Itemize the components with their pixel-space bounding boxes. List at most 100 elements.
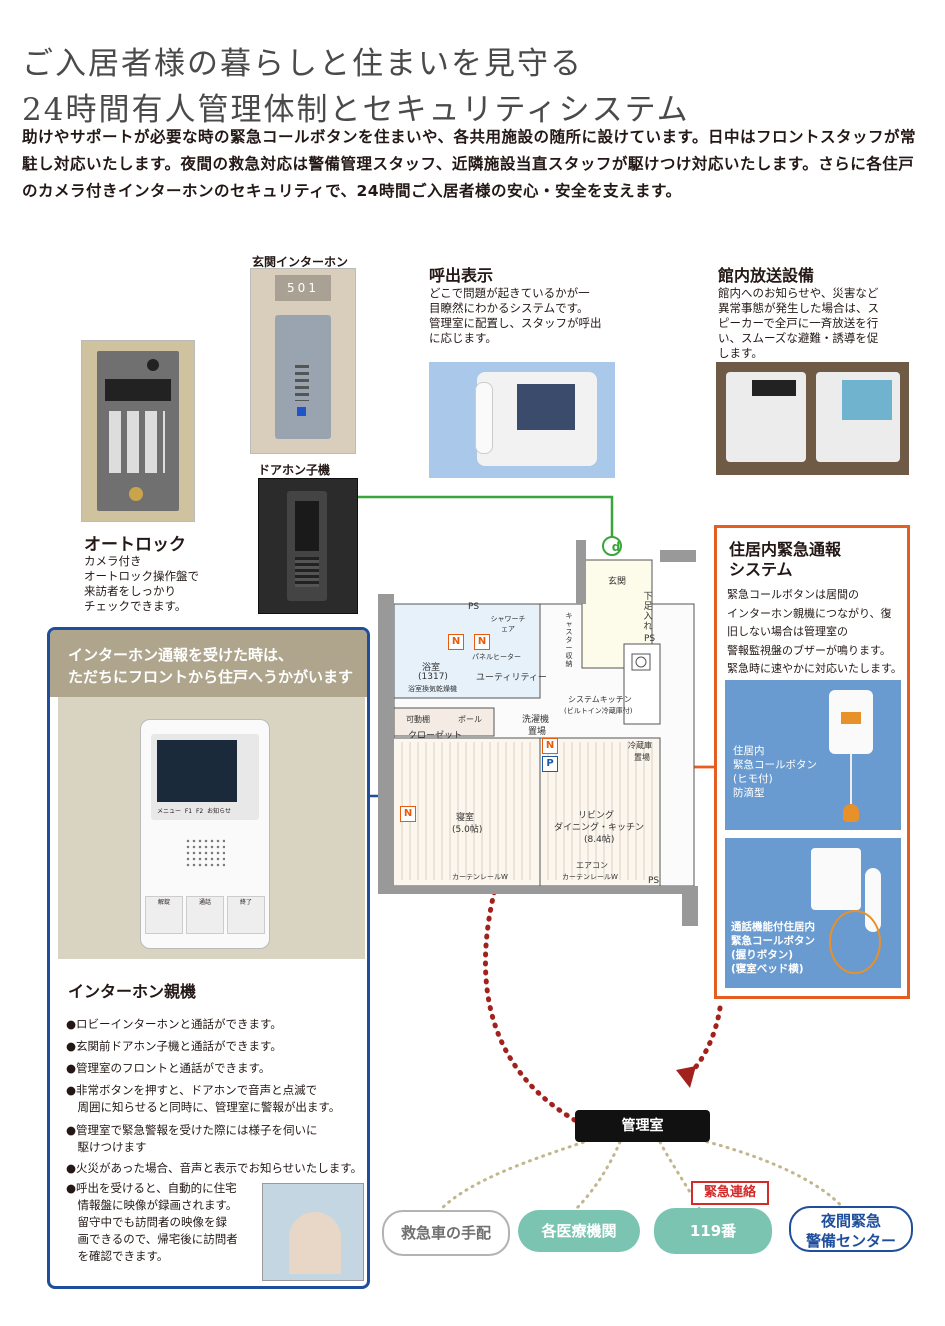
autolock-desc-line: カメラ付き <box>84 554 142 568</box>
key-cylinder-icon <box>129 487 143 501</box>
call-display-photo <box>429 362 615 478</box>
intercom-bullet: ●非常ボタンを押すと、ドアホンで音声と点滅で 周囲に知らせると同時に、管理室に警… <box>66 1083 341 1114</box>
autolock-desc-line: チェックできます。 <box>84 599 187 613</box>
broadcast-desc-line: 異常事態が発生した場合は、ス <box>718 301 879 315</box>
call-button-panel-1: 住居内 緊急コールボタン (ヒモ付) 防滴型 <box>725 680 901 830</box>
fp-shower: シャワーチェア <box>490 615 526 633</box>
fp-system-kitchen-2: (ビルトイン冷蔵庫付) <box>564 707 633 715</box>
call-display-desc-line: 目瞭然にわかるシステムです。 <box>429 301 589 315</box>
broadcast-unit-left-screen <box>752 380 796 396</box>
fp-curtain-2: カーテンレールW <box>562 873 618 881</box>
intercom-bullet: ●呼出を受けると、自動的に住宅 情報盤に映像が録画されます。 留守中でも訪問者の… <box>66 1181 238 1263</box>
intercom-master-title: インターホン親機 <box>68 982 197 1001</box>
pull-cord-icon <box>850 754 852 804</box>
broadcast-title: 館内放送設備 <box>718 266 815 285</box>
cord-icon <box>829 910 881 974</box>
panel2-line: (寝室ベッド横) <box>731 963 804 975</box>
ambulance-node: 救急車の手配 <box>382 1210 510 1256</box>
intercom-bullet: ●管理室で緊急警報を受けた際には様子を伺いに 駆けつけます <box>66 1123 318 1154</box>
intercom-box-header: インターホン通報を受けた時は、 ただちにフロントから住戸へうかがいます <box>50 630 367 697</box>
fp-shoes: 下足入れ <box>643 592 653 632</box>
emergency-title-line1: 住居内緊急通報 <box>729 540 842 559</box>
fp-bath-size: (1317) <box>418 672 448 682</box>
autolock-panel <box>97 351 179 511</box>
fp-ps-2: PS <box>468 602 480 612</box>
broadcast-desc-line: い、スムーズな避難・誘導を促 <box>718 331 879 345</box>
night-security-node: 夜間緊急 警備センター <box>789 1206 913 1252</box>
panel2-line: 通話機能付住居内 <box>731 921 815 933</box>
autolock-camera-icon <box>147 359 159 371</box>
page-title-line1: ご入居者様の暮らしと住まいを見守る <box>22 46 583 82</box>
intercom-soft-buttons: メニュー F1 F2 お知らせ <box>157 806 231 815</box>
intercom-screen-frame: メニュー F1 F2 お知らせ <box>151 734 259 820</box>
autolock-photo <box>81 340 195 522</box>
intercom-bullet: ●火災があった場合、音声と表示でお知らせいたします。 <box>66 1161 363 1175</box>
emergency-n-badge: N <box>448 634 464 650</box>
floor-plan: 玄関 下足入れ PS PS PS 浴室 (1317) 浴室換気乾燥機 シャワーチ… <box>372 530 702 948</box>
door-phone-speaker-icon <box>295 557 319 587</box>
call-display-desc-line: 管理室に配置し、スタッフが呼出 <box>429 316 602 330</box>
door-phone-camera-icon <box>295 501 319 551</box>
fp-fridge: 冷蔵庫 <box>628 741 652 750</box>
door-phone-link-line <box>357 495 614 538</box>
intercom-box: インターホン通報を受けた時は、 ただちにフロントから住戸へうかがいます メニュー… <box>47 627 370 1289</box>
call-display-desc: どこで問題が起きているかが一 目瞭然にわかるシステムです。 管理室に配置し、スタ… <box>429 286 602 346</box>
emergency-desc-line: 旧しない場合は管理室の <box>727 625 848 638</box>
entrance-intercom-label: 玄関インターホン <box>252 255 349 269</box>
fp-bedroom: 寝室 <box>456 813 475 823</box>
intercom-bullet: ●管理室のフロントと通話ができます。 <box>66 1061 271 1075</box>
talk-button: 通話 <box>186 896 224 934</box>
emergency-desc-line: 警報監視盤のブザーが鳴ります。 <box>727 643 891 657</box>
handset-icon <box>475 382 493 454</box>
emergency-desc: 緊急コールボタンは居間の インターホン親機につながり、復 旧しない場合は管理室の… <box>727 586 902 679</box>
pull-cord-button-face <box>841 712 861 724</box>
emergency-box: 住居内緊急通報 システム 緊急コールボタンは居間の インターホン親機につながり、… <box>714 525 910 999</box>
panel2-line: 緊急コールボタン <box>731 935 815 947</box>
door-phone-marker <box>602 536 622 556</box>
broadcast-desc-line: ピーカーで全戸に一斉放送を行 <box>718 316 879 330</box>
broadcast-desc-line: します。 <box>718 346 763 360</box>
broadcast-desc-line: 館内へのお知らせや、災害など <box>718 286 879 300</box>
call-display-device <box>477 372 597 466</box>
fp-system-kitchen: システムキッチン <box>568 695 632 704</box>
net-line-1 <box>438 1138 592 1212</box>
fp-living-2: ダイニング・キッチン <box>554 823 645 833</box>
emergency-desc-line: インターホン親機につながり、復 <box>727 606 892 620</box>
menu-button: メニュー <box>157 808 182 815</box>
call-display-title: 呼出表示 <box>429 266 494 285</box>
panel1-line: 住居内 <box>733 745 765 757</box>
intercom-screen <box>157 740 237 802</box>
panel2-text: 通話機能付住居内 緊急コールボタン (握りボタン) (寝室ベッド横) <box>731 920 815 976</box>
intercom-box-header-line2: ただちにフロントから住戸へうかがいます <box>68 668 354 686</box>
fp-fridge-2: 置場 <box>634 753 650 762</box>
notice-button: お知らせ <box>207 808 231 815</box>
dotted-arrow-down <box>676 1066 696 1088</box>
panel1-line: 緊急コールボタン <box>733 759 817 771</box>
emergency-n-badge: N <box>400 806 416 822</box>
fp-living: リビング <box>578 811 615 821</box>
call-display-screen <box>517 384 575 430</box>
keypad-icon <box>295 365 309 401</box>
emergency-title: 住居内緊急通報 システム <box>729 540 841 580</box>
emergency-title-line2: システム <box>729 560 793 579</box>
autolock-desc-line: オートロック操作盤で <box>84 569 199 583</box>
fp-bath-dryer: 浴室換気乾燥機 <box>408 685 457 693</box>
fp-bedroom-size: (5.0帖) <box>452 825 483 835</box>
call-display-desc-line: どこで問題が起きているかが一 <box>429 286 590 300</box>
fp-caster: キャスター収納 <box>565 612 573 668</box>
intercom-bullet: ●玄関前ドアホン子機と通話ができます。 <box>66 1039 282 1053</box>
broadcast-unit-right <box>816 372 900 462</box>
page-title-line2: 24時間有人管理体制とセキュリティシステム <box>22 92 690 128</box>
autolock-keypad-icon <box>109 411 165 473</box>
pull-cord-weight-icon <box>843 804 859 822</box>
info-panel-photo <box>262 1183 364 1281</box>
fp-aircon: エアコン <box>576 861 608 870</box>
intercom-box-header-line1: インターホン通報を受けた時は、 <box>68 646 294 664</box>
entrance-intercom-photo: 501 <box>250 268 356 454</box>
panel1-text: 住居内 緊急コールボタン (ヒモ付) 防滴型 <box>733 744 817 800</box>
entrance-intercom-panel <box>275 315 331 439</box>
intercom-bullet: ●ロビーインターホンと通話ができます。 <box>66 1017 282 1031</box>
fp-curtain-1: カーテンレールW <box>452 873 508 881</box>
management-office: 管理室 <box>575 1110 710 1142</box>
speaker-grille-icon <box>185 838 225 868</box>
